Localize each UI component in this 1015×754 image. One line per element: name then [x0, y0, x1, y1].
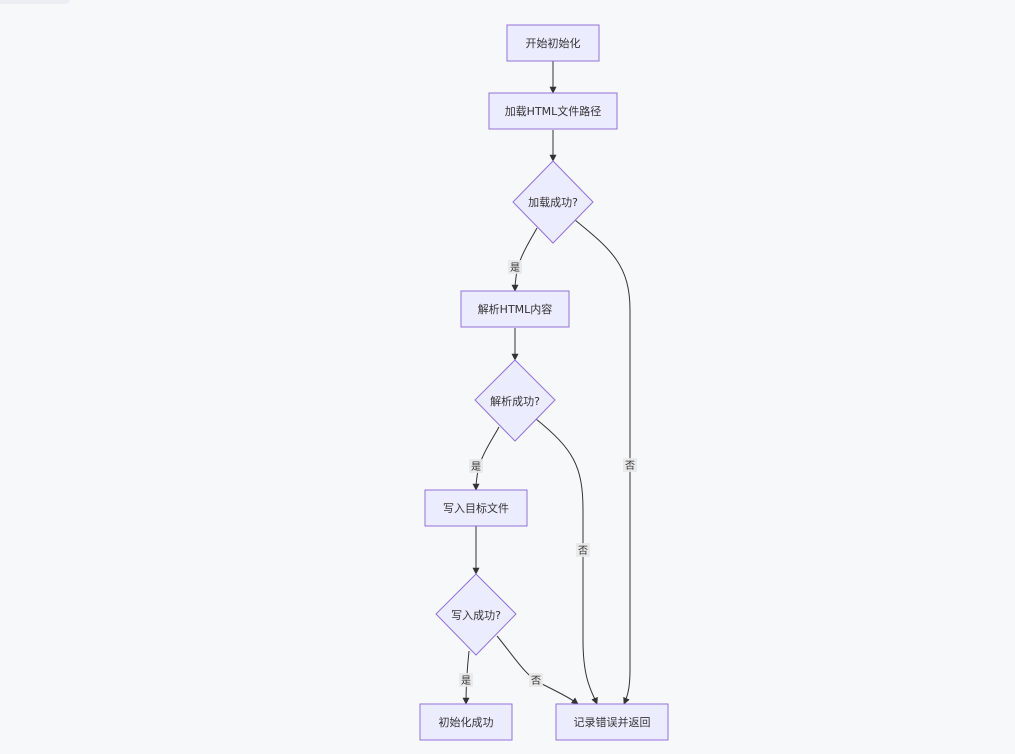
edge-label-load-no: 否 [623, 458, 637, 472]
node-load-path[interactable]: 加载HTML文件路径 [488, 92, 618, 130]
node-write-file[interactable]: 写入目标文件 [424, 489, 528, 527]
top-left-tab [0, 0, 70, 4]
edge-label-parse-yes: 是 [469, 459, 483, 473]
edge-labels: 是 否 是 否 是 否 [459, 260, 637, 687]
svg-text:否: 否 [578, 545, 588, 557]
svg-text:是: 是 [510, 262, 520, 274]
edge-load-ok-yes [511, 227, 538, 292]
node-write-ok-decision[interactable]: 写入成功? [435, 573, 517, 656]
node-load-ok-decision[interactable]: 加载成功? [512, 160, 594, 244]
node-init-success[interactable]: 初始化成功 [419, 703, 513, 741]
edge-label-write-yes: 是 [459, 673, 473, 687]
edge-label-parse-no: 否 [576, 543, 590, 557]
svg-text:否: 否 [531, 675, 541, 687]
svg-text:否: 否 [625, 460, 635, 472]
svg-text:解析HTML内容: 解析HTML内容 [478, 302, 553, 316]
svg-text:初始化成功: 初始化成功 [439, 715, 494, 729]
svg-text:是: 是 [461, 675, 471, 687]
node-parse-ok-decision[interactable]: 解析成功? [474, 359, 556, 442]
node-log-error[interactable]: 记录错误并返回 [555, 703, 669, 741]
edge-parse-ok-no [535, 418, 598, 705]
edge-label-write-no: 否 [529, 673, 543, 687]
node-parse-html[interactable]: 解析HTML内容 [460, 290, 570, 328]
svg-text:记录错误并返回: 记录错误并返回 [574, 715, 651, 729]
svg-text:开始初始化: 开始初始化 [526, 36, 581, 50]
svg-text:加载成功?: 加载成功? [528, 196, 578, 209]
svg-text:写入目标文件: 写入目标文件 [443, 501, 509, 515]
edge-write-ok-no [496, 635, 579, 705]
svg-text:加载HTML文件路径: 加载HTML文件路径 [505, 104, 602, 118]
edge-parse-ok-yes [472, 426, 500, 491]
edge-label-load-yes: 是 [508, 260, 522, 274]
svg-text:解析成功?: 解析成功? [490, 394, 540, 408]
svg-text:写入成功?: 写入成功? [451, 609, 501, 622]
node-start[interactable]: 开始初始化 [506, 24, 600, 62]
svg-text:是: 是 [471, 461, 481, 473]
edge-load-ok-no [574, 219, 631, 705]
nodes: 开始初始化 加载HTML文件路径 加载成功? 解析HTML内容 解析成功? 写入… [419, 24, 669, 741]
